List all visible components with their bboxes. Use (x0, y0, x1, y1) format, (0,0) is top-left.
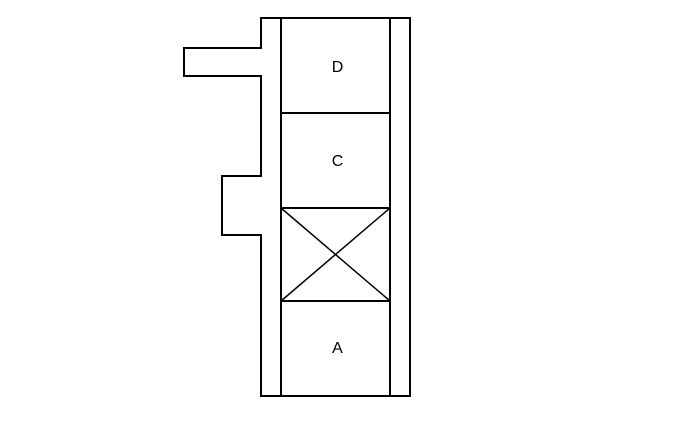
block-label-a: A (332, 340, 343, 357)
block-label-d: D (332, 59, 344, 76)
cross-diagonal-2 (280, 207, 391, 302)
block-label-c: C (332, 153, 344, 170)
outer-frame-outline (183, 17, 411, 397)
